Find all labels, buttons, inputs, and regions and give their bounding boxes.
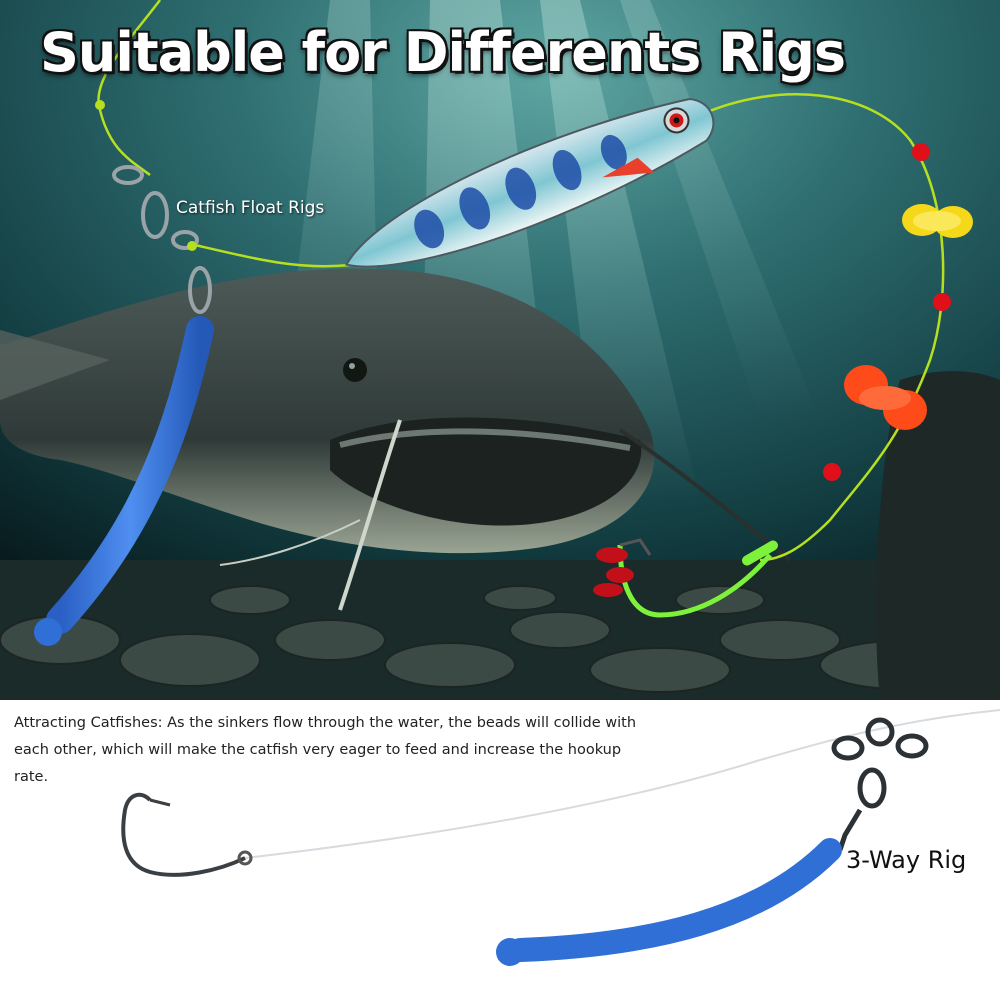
attracting-catfishes-caption: Attracting Catfishes: As the sinkers flo… <box>14 715 637 785</box>
catfish-float-rigs-label: Catfish Float Rigs <box>176 198 325 218</box>
three-way-rig-label: 3-Way Rig <box>846 846 967 874</box>
scene-illustration <box>0 0 1000 700</box>
underwater-scene: Suitable for Differents Rigs Catfish Flo… <box>0 0 1000 700</box>
three-way-rig-illustration <box>121 709 1000 966</box>
info-panel: Attracting Catfishes: As the sinkers flo… <box>0 700 1000 1000</box>
headline: Suitable for Differents Rigs <box>40 21 846 84</box>
